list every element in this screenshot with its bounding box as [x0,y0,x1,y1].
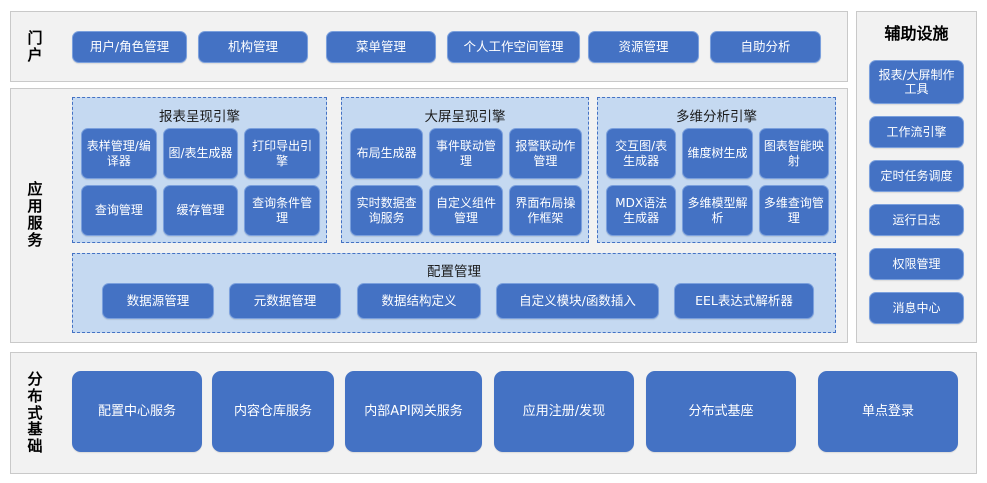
base-item-1[interactable]: 内容仓库服务 [212,371,334,452]
application-services-label: 应用服务 [22,150,48,280]
engine-1-item-3[interactable]: 实时数据查询服务 [350,185,424,236]
engine-title-2: 多维分析引擎 [676,109,757,125]
aux-item-5[interactable]: 消息中心 [869,292,964,324]
portal-item-4[interactable]: 资源管理 [588,31,699,63]
base-item-5[interactable]: 单点登录 [818,371,958,452]
config-item-1[interactable]: 元数据管理 [229,283,341,319]
engine-title-0: 报表呈现引擎 [159,109,240,125]
engine-panel-2: 多维分析引擎交互图/表生成器维度树生成图表智能映射 MDX语法生成器多维模型解析多… [597,97,836,243]
portal-section-label: 门户 [22,20,48,74]
engine-2-item-5[interactable]: 多维查询管理 [758,185,829,236]
app-services-label-char: 务 [27,230,43,249]
engine-1-item-2[interactable]: 报警联动作管理 [508,128,582,179]
base-item-3[interactable]: 应用注册/发现 [494,371,634,452]
engine-1-item-4[interactable]: 自定义组件管理 [429,185,503,236]
engine-1-item-5[interactable]: 界面布局操作框架 [508,185,582,236]
portal-item-1[interactable]: 机构管理 [198,31,308,63]
portal-item-5[interactable]: 自助分析 [710,31,821,63]
engine-0-item-5[interactable]: 查询条件管理 [244,185,320,236]
engine-2-item-1[interactable]: 维度树生成 [682,128,753,179]
config-item-2[interactable]: 数据结构定义 [357,283,481,319]
engine-2-item-3[interactable]: MDX语法生成器 [606,185,677,236]
engine-0-item-0[interactable]: 表样管理/编译器 [81,128,157,179]
engine-1-item-1[interactable]: 事件联动管理 [429,128,503,179]
config-item-3[interactable]: 自定义模块/函数插入 [496,283,659,319]
base-item-0[interactable]: 配置中心服务 [72,371,202,452]
aux-facilities-title: 辅助设施 [884,24,949,43]
portal-item-0[interactable]: 用户/角色管理 [72,31,187,63]
portal-item-3[interactable]: 个人工作空间管理 [447,31,580,63]
engine-2-item-4[interactable]: 多维模型解析 [682,185,753,236]
app-services-label-char: 应 [27,180,43,199]
aux-item-4[interactable]: 权限管理 [869,248,964,280]
engine-2-item-0[interactable]: 交互图/表生成器 [606,128,677,179]
aux-item-0[interactable]: 报表/大屏制作工具 [869,60,964,104]
engine-1-item-0[interactable]: 布局生成器 [350,128,424,179]
base-item-2[interactable]: 内部API网关服务 [345,371,482,452]
engine-2-item-2[interactable]: 图表智能映射 [758,128,829,179]
engine-0-item-2[interactable]: 打印导出引擎 [244,128,320,179]
config-management-title: 配置管理 [427,264,481,280]
aux-item-3[interactable]: 运行日志 [869,204,964,236]
aux-item-1[interactable]: 工作流引擎 [869,116,964,148]
engine-panel-1: 大屏呈现引擎布局生成器事件联动管理报警联动作管理实时数据查询服务自定义组件管理界… [341,97,589,243]
app-services-label-char: 服 [27,214,43,232]
engine-0-item-3[interactable]: 查询管理 [81,185,157,236]
engine-title-1: 大屏呈现引擎 [424,109,506,125]
portal-item-2[interactable]: 菜单管理 [326,31,436,63]
app-services-label-char: 用 [27,197,43,216]
portal-label-char: 门 [27,29,43,48]
config-item-4[interactable]: EEL表达式解析器 [674,283,814,319]
base-label-char: 分 [27,370,43,388]
base-item-4[interactable]: 分布式基座 [646,371,796,452]
base-label-char: 基 [27,420,43,439]
engine-0-item-1[interactable]: 图/表生成器 [162,128,239,179]
base-label-char: 础 [27,437,43,456]
aux-item-2[interactable]: 定时任务调度 [869,160,964,192]
distributed-base-label: 分布式基础 [22,365,48,461]
config-item-0[interactable]: 数据源管理 [102,283,214,319]
base-label-char: 布 [27,386,43,405]
engine-0-item-4[interactable]: 缓存管理 [162,185,239,236]
engine-panel-0: 报表呈现引擎表样管理/编译器图/表生成器打印导出引擎查询管理缓存管理查询条件管理 [72,97,327,243]
portal-label-char: 户 [27,46,43,64]
base-label-char: 式 [27,403,43,422]
